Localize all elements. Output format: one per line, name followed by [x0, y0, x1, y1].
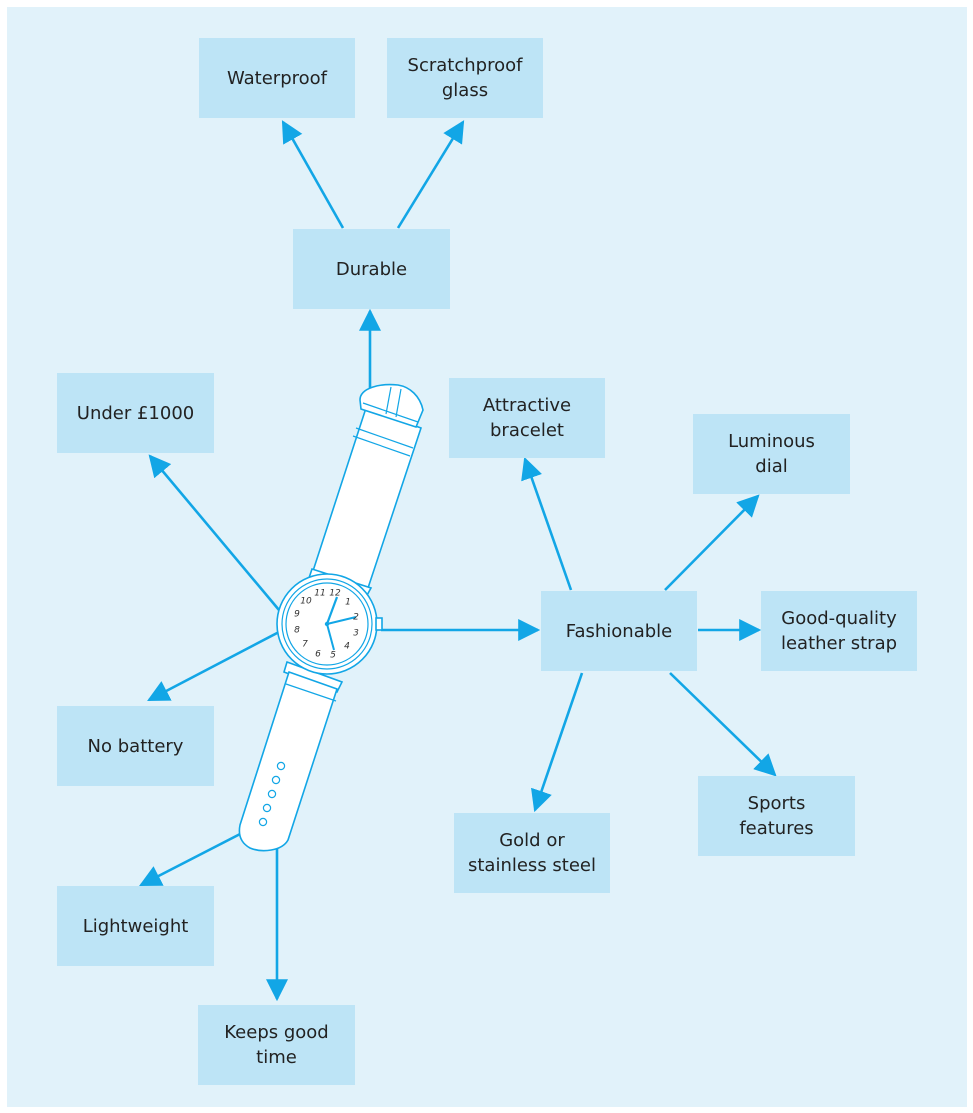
dial-number-4: 4: [344, 642, 350, 652]
node-scratchproof-glass: Scratchproof glass: [387, 38, 543, 118]
node-keeps-good-time: Keeps good time: [198, 1005, 355, 1085]
node-no-battery: No battery: [57, 706, 214, 786]
node-good-quality-leather-strap: Good-quality leather strap: [761, 591, 917, 671]
node-attractive-bracelet: Attractive bracelet: [449, 378, 605, 458]
node-lightweight: Lightweight: [57, 886, 214, 966]
node-sports-features: Sports features: [698, 776, 855, 856]
node-luminous-dial: Luminous dial: [693, 414, 850, 494]
node-durable: Durable: [293, 229, 450, 309]
dial-number-9: 9: [294, 610, 300, 620]
arrow-fashionable-to-luminous-dial: [664, 494, 760, 591]
arrow-watch-to-lightweight: [139, 830, 245, 887]
arrow-fashionable-to-gold-steel: [531, 672, 584, 813]
dial-number-7: 7: [302, 640, 308, 650]
arrow-fashionable-to-sports-features: [669, 672, 777, 777]
dial-number-1: 1: [345, 598, 351, 608]
dial-number-5: 5: [330, 651, 336, 661]
dial-number-6: 6: [315, 650, 321, 660]
node-gold-or-stainless-steel: Gold or stainless steel: [454, 813, 610, 893]
dial-number-8: 8: [294, 626, 300, 636]
arrow-fashionable-to-attractive-bracelet: [521, 456, 573, 591]
node-under-1000: Under £1000: [57, 373, 214, 453]
dial-number-2: 2: [353, 613, 359, 623]
arrow-watch-to-no-battery: [147, 630, 280, 702]
dial-number-11: 11: [314, 589, 325, 599]
watch-dial-numbers: 12 1 2 3 4 5 6 7 8 9 10 11: [294, 589, 359, 661]
arrow-durable-to-waterproof: [281, 120, 345, 229]
node-waterproof: Waterproof: [199, 38, 355, 118]
dial-number-12: 12: [329, 589, 341, 599]
arrow-durable-to-scratchproof: [396, 120, 465, 229]
wristwatch-illustration: [238, 383, 424, 852]
node-fashionable: Fashionable: [541, 591, 697, 671]
arrow-watch-to-under1000: [148, 454, 280, 611]
dial-number-10: 10: [300, 597, 312, 607]
dial-number-3: 3: [353, 629, 359, 639]
